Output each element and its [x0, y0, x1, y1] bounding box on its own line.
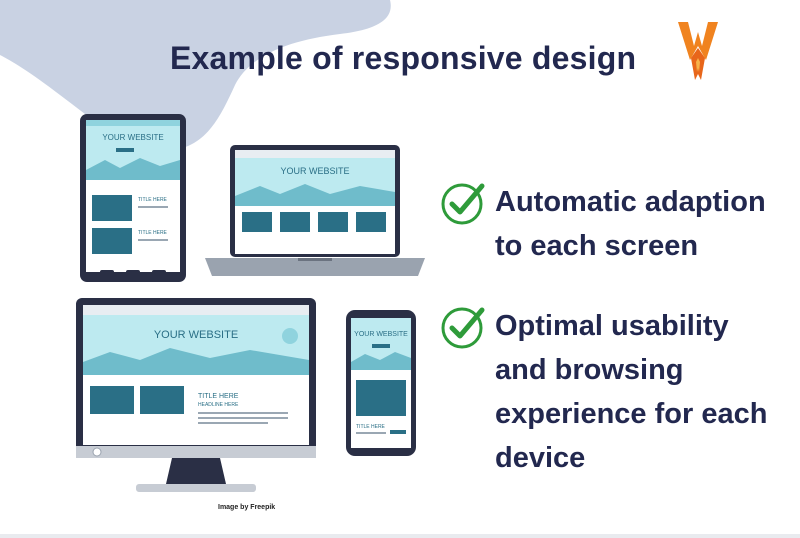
desktop-headline: HEADLINE HERE	[198, 402, 239, 408]
background-blob	[0, 0, 391, 151]
tablet-device: YOUR WEBSITE TITLE HERE TITLE HERE	[80, 114, 186, 282]
feature-2-line-3: experience for each	[495, 398, 768, 430]
feature-1-line-1: Automatic adaption	[495, 186, 766, 218]
phone-site-title: YOUR WEBSITE	[354, 331, 408, 338]
feature-1-line-2: to each screen	[495, 230, 699, 262]
laptop-device: YOUR WEBSITE	[205, 145, 425, 276]
desktop-site-title: YOUR WEBSITE	[154, 329, 238, 341]
check-circle-icon	[441, 183, 485, 225]
feature-2-line-1: Optimal usability	[495, 310, 729, 342]
tablet-title-2: TITLE HERE	[138, 230, 168, 236]
desktop-monitor: YOUR WEBSITE TITLE HERE HEADLINE HERE	[76, 298, 316, 492]
image-credit: Image by Freepik	[218, 504, 276, 511]
page-title: Example of responsive design	[170, 40, 637, 76]
tablet-title-1: TITLE HERE	[138, 197, 168, 203]
laptop-site-title: YOUR WEBSITE	[280, 166, 349, 176]
devices-illustration: YOUR WEBSITE TITLE HERE TITLE HERE YOUR …	[76, 114, 425, 492]
feature-1-text: Automatic adaption to each screen	[495, 180, 766, 268]
phone-title: TITLE HERE	[356, 424, 386, 430]
feature-2-line-2: and browsing	[495, 354, 684, 386]
desktop-title: TITLE HERE	[198, 393, 239, 400]
brand-logo	[678, 22, 718, 80]
feature-2-text: Optimal usability and browsing experienc…	[495, 304, 767, 480]
check-circle-icon	[441, 307, 485, 349]
phone-device: YOUR WEBSITE TITLE HERE	[346, 310, 416, 456]
tablet-site-title: YOUR WEBSITE	[102, 133, 163, 142]
bottom-divider	[0, 534, 800, 538]
feature-2-line-4: device	[495, 442, 586, 474]
